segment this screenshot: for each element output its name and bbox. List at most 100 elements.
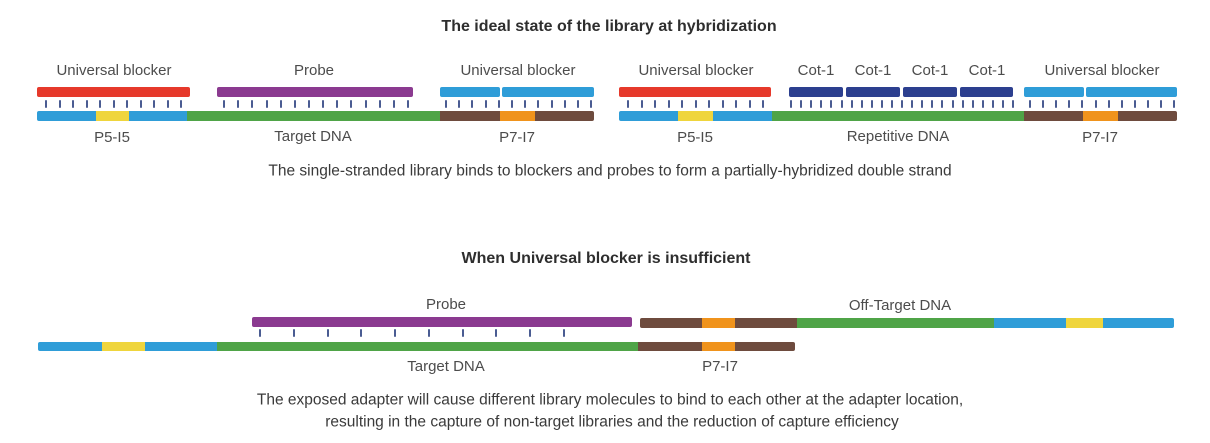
- p5-i5-label-1: P5-I5: [94, 128, 130, 146]
- hybridization-ticks-blue-1-tick: [484, 100, 487, 108]
- hybridization-ticks-red-2-tick: [735, 100, 737, 108]
- hybridization-ticks-probe-1-tick: [392, 100, 395, 108]
- hybridization-ticks-cot1-tick: [941, 100, 944, 108]
- off-target-library-strand-blue-segment: [994, 318, 1066, 328]
- universal-blocker-bar-red-2: [619, 87, 771, 97]
- hybridization-ticks-red-1-tick: [58, 100, 61, 108]
- hybridization-ticks-blue-1-tick: [550, 100, 553, 108]
- hybridization-ticks-cot1-tick: [931, 100, 934, 108]
- target-library-strand-brown-segment: [638, 342, 702, 351]
- target-library-strand: [38, 342, 795, 351]
- hybridization-ticks-probe-2-tick: [326, 329, 329, 337]
- hybridization-ticks-blue-1-tick: [590, 100, 592, 108]
- off-target-library-strand-blue-segment: [1103, 318, 1174, 328]
- universal-blocker-bar-blue-2b: [1086, 87, 1177, 97]
- hybridization-ticks-blue-2-tick: [1120, 100, 1123, 108]
- hybridization-ticks-probe-1-tick: [322, 100, 325, 108]
- hybridization-ticks-cot1-tick: [1012, 100, 1014, 108]
- target-library-strand-orange-segment: [702, 342, 735, 351]
- target-library-strand-blue-segment: [38, 342, 102, 351]
- hybridization-ticks-cot1-tick: [911, 100, 914, 108]
- hybridization-ticks-probe-2-tick: [427, 329, 430, 337]
- target-dna-label-1: Target DNA: [274, 127, 352, 145]
- target-library-strand-brown-segment: [735, 342, 795, 351]
- hybridization-ticks-cot1-tick: [790, 100, 792, 108]
- hybridization-ticks-blue-1-tick: [471, 100, 474, 108]
- probe-label-1: Probe: [293, 61, 335, 79]
- off-target-library-strand-brown-segment: [640, 318, 702, 328]
- bottom-caption-line2: resulting in the capture of non-target l…: [325, 413, 899, 431]
- target-dna-label-2: Target DNA: [407, 357, 485, 375]
- hybridization-ticks-probe-1-tick: [364, 100, 367, 108]
- library-molecule-2-strand-brown-segment: [1118, 111, 1177, 121]
- hybridization-ticks-cot1-tick: [890, 100, 893, 108]
- hybridization-ticks-blue-1-tick: [576, 100, 579, 108]
- hybridization-ticks-probe-2-tick: [495, 329, 498, 337]
- hybridization-ticks-cot1-tick: [830, 100, 833, 108]
- cot1-label-1: Cot-1: [797, 61, 835, 79]
- universal-blocker-bar-red-1: [37, 87, 190, 97]
- hybridization-ticks-red-2-tick: [708, 100, 710, 108]
- library-molecule-1-strand-blue-segment: [129, 111, 187, 121]
- hybridization-ticks-cot1-tick: [850, 100, 853, 108]
- library-molecule-1-strand-orange-segment: [500, 111, 535, 121]
- hybridization-ticks-red-1-tick: [139, 100, 142, 108]
- library-molecule-2-strand: [619, 111, 1177, 121]
- hybridization-ticks-blue-1-tick: [537, 100, 540, 108]
- library-molecule-1-strand-brown-segment: [440, 111, 500, 121]
- hybridization-ticks-blue-1-tick: [445, 100, 447, 108]
- probe-label-2: Probe: [425, 295, 467, 313]
- hybridization-ticks-cot1-tick: [810, 100, 813, 108]
- library-molecule-2-strand-blue-segment: [713, 111, 772, 121]
- top-caption: The single-stranded library binds to blo…: [268, 162, 952, 180]
- cot1-label-2: Cot-1: [854, 61, 892, 79]
- universal-blocker-bar-blue-2a: [1024, 87, 1084, 97]
- hybridization-ticks-red-2-tick: [667, 100, 670, 108]
- p5-i5-label-2: P5-I5: [677, 128, 713, 146]
- hybridization-ticks-red-1-tick: [99, 100, 101, 108]
- hybridization-ticks-cot1-tick: [981, 100, 984, 108]
- library-molecule-1-strand: [37, 111, 594, 121]
- hybridization-ticks-red-1-tick: [153, 100, 155, 108]
- hybridization-ticks-cot1-tick: [1001, 100, 1004, 108]
- target-library-strand-green-segment: [217, 342, 638, 351]
- hybridization-ticks-cot1-tick: [880, 100, 883, 108]
- repetitive-dna-label: Repetitive DNA: [846, 127, 950, 145]
- hybridization-ticks-blue-2-tick: [1081, 100, 1084, 108]
- hybridization-ticks-blue-2-tick: [1159, 100, 1162, 108]
- hybridization-ticks-blue-2-tick: [1146, 100, 1149, 108]
- hybridization-ticks-probe-1-tick: [251, 100, 254, 108]
- universal-blocker-label-4: Universal blocker: [1044, 61, 1160, 79]
- library-molecule-1-strand-green-segment: [187, 111, 440, 121]
- library-molecule-2-strand-orange-segment: [1083, 111, 1118, 121]
- hybridization-ticks-blue-2-tick: [1173, 100, 1175, 108]
- hybridization-ticks-probe-2-tick: [360, 329, 363, 337]
- hybridization-ticks-probe-2-tick: [529, 329, 532, 337]
- hybridization-ticks-probe-2-tick: [259, 329, 261, 337]
- library-molecule-1-strand-brown-segment: [535, 111, 594, 121]
- probe-bar-1: [217, 87, 413, 97]
- universal-blocker-bar-blue-1a: [440, 87, 500, 97]
- library-molecule-2-strand-yellow-segment: [678, 111, 713, 121]
- target-library-strand-blue-segment: [145, 342, 217, 351]
- hybridization-ticks-cot1-tick: [820, 100, 823, 108]
- hybridization-ticks-red-1-tick: [112, 100, 115, 108]
- library-molecule-2-strand-brown-segment: [1024, 111, 1083, 121]
- universal-blocker-label-3: Universal blocker: [638, 61, 754, 79]
- hybridization-ticks-blue-2-tick: [1029, 100, 1031, 108]
- hybridization-ticks-blue-1-tick: [524, 100, 527, 108]
- hybridization-ticks-red-2-tick: [627, 100, 629, 108]
- library-molecule-1-strand-yellow-segment: [96, 111, 129, 121]
- off-target-library-strand-orange-segment: [702, 318, 735, 328]
- hybridization-ticks-blue-1-tick: [563, 100, 566, 108]
- hybridization-ticks-blue-2-tick: [1068, 100, 1071, 108]
- hybridization-ticks-blue-1-tick: [510, 100, 513, 108]
- hybridization-ticks-red-2-tick: [681, 100, 683, 108]
- p7-i7-label-2: P7-I7: [1082, 128, 1118, 146]
- p7-i7-label-3: P7-I7: [702, 357, 738, 375]
- hybridization-ticks-cot1-tick: [800, 100, 803, 108]
- off-target-dna-label: Off-Target DNA: [848, 296, 952, 314]
- cot1-label-4: Cot-1: [968, 61, 1006, 79]
- hybridization-ticks-red-2-tick: [694, 100, 697, 108]
- hybridization-ticks-cot1-tick: [991, 100, 994, 108]
